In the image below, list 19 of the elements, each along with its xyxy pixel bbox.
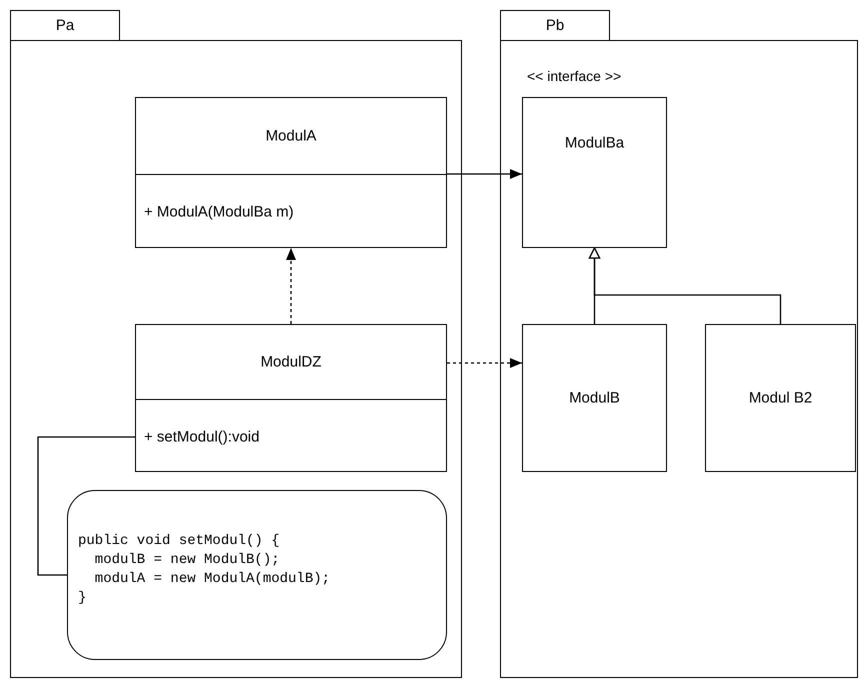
code-line: public void setModul() { <box>78 532 281 551</box>
class-name: ModulA <box>264 128 318 144</box>
method-text: + ModulA(ModulBa m) <box>144 204 294 220</box>
class-name: ModulB <box>568 390 621 406</box>
class-name: ModulBa <box>564 134 626 152</box>
code-line: modulB = new ModulB(); <box>94 551 281 570</box>
stereotype-label: << interface >> <box>527 68 622 84</box>
method-text: + setModul():void <box>144 428 260 446</box>
code-line: } <box>78 589 88 608</box>
class-name: ModulDZ <box>260 354 322 370</box>
dependency-arrow <box>447 358 522 368</box>
package-tab: Pb <box>500 10 610 40</box>
note-connector <box>37 436 135 576</box>
class-name: Modul B2 <box>748 390 814 406</box>
code-line: modulA = new ModulA(modulB); <box>94 570 332 589</box>
arrow <box>588 247 782 324</box>
arrow <box>447 169 522 179</box>
package-tab: Pa <box>10 10 120 40</box>
dependency-arrow <box>286 248 296 324</box>
